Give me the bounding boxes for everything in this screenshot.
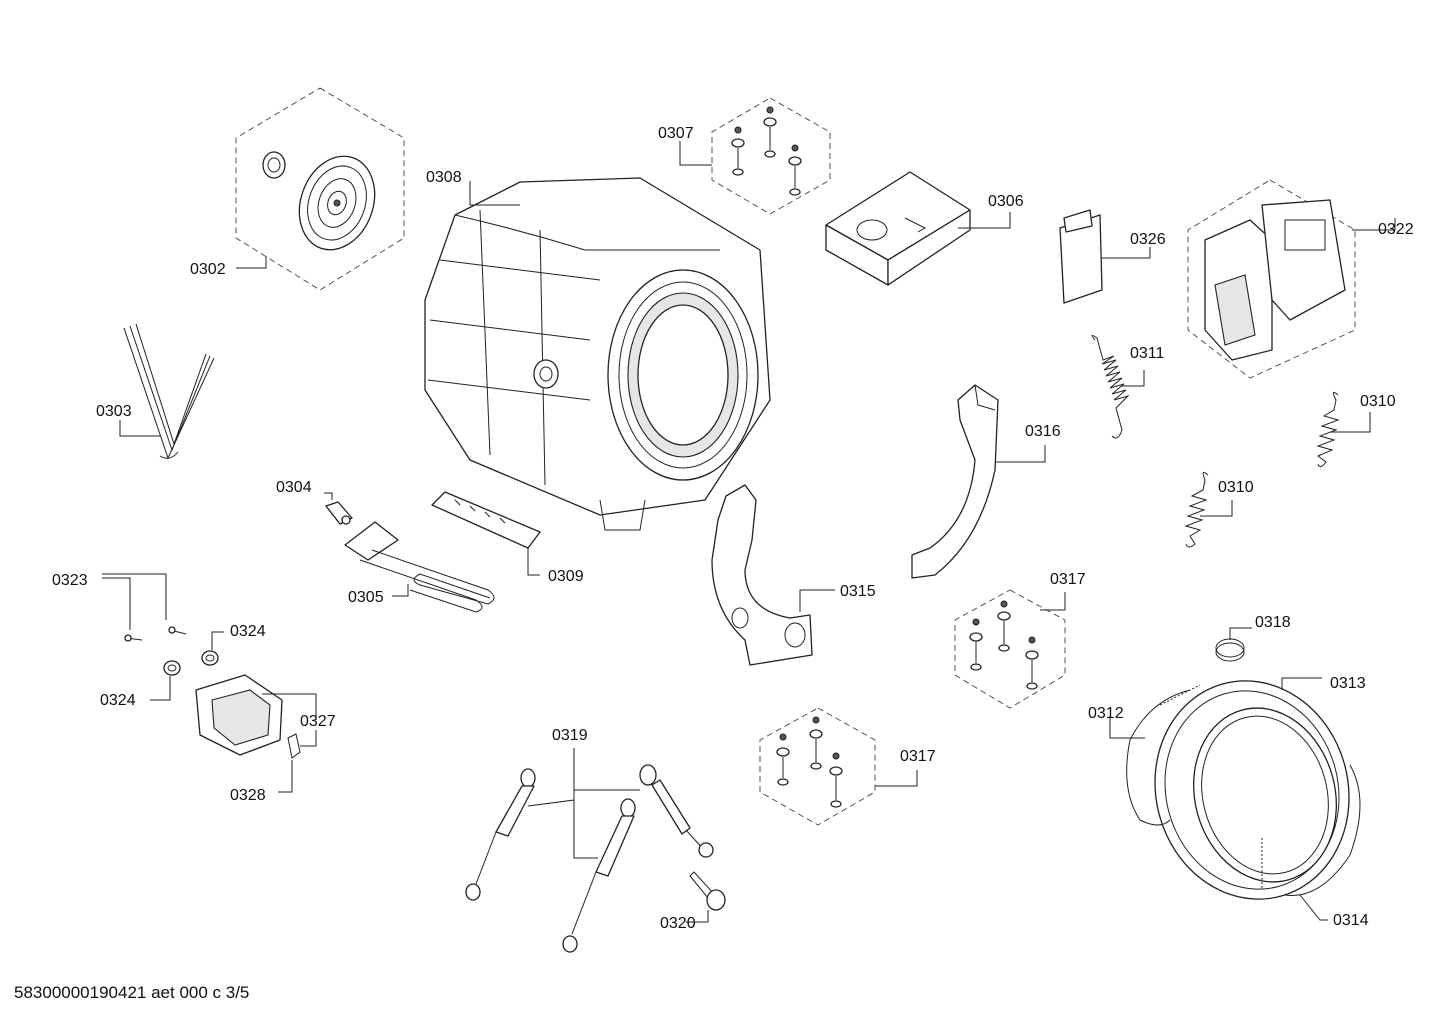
shock-absorber-middle [562,798,636,953]
label-0311: 0311 [1130,345,1165,362]
label-0304: 0304 [276,479,312,496]
label-0328: 0328 [230,787,266,804]
label-0314: 0314 [1333,912,1369,929]
document-reference: 58300000190421 aet 000 c 3/5 [14,983,250,1002]
spring-part [1091,334,1145,439]
label-0302: 0302 [190,261,226,278]
label-0317-lower: 0317 [900,748,936,765]
screw-set-part-group-upper [954,589,1066,709]
label-0320: 0320 [660,915,696,932]
label-0327: 0327 [300,713,336,730]
counterweight-left-part [711,484,835,666]
heater-element-part [344,521,495,613]
label-0315: 0315 [840,583,876,600]
pulley-part-group [235,87,405,291]
door-seal-part-group [1109,677,1361,921]
screw-set-part-group-lower [759,707,918,826]
label-0308: 0308 [426,169,462,186]
tub-cover-part [825,171,1011,286]
counterweight-right-part [911,384,1046,579]
temperature-sensor-part [324,492,353,525]
spring-part-lower [1184,471,1233,548]
spring-part-upper [1316,391,1371,468]
screw-set-part-group [679,97,831,215]
label-0305: 0305 [348,589,384,606]
tub-part [424,177,771,531]
drain-pump-part [195,674,317,793]
label-0307: 0307 [658,125,694,142]
label-0324-lower: 0324 [100,692,136,709]
label-0326: 0326 [1130,231,1166,248]
label-0310-upper: 0310 [1360,393,1396,410]
label-0319: 0319 [552,727,588,744]
label-0303: 0303 [96,403,132,420]
control-module-part-group [1187,179,1396,379]
filter-part [431,491,541,576]
label-0323: 0323 [52,572,88,589]
clip-bracket-part [1059,209,1151,304]
mounting-bolt-part [686,871,726,923]
hose-clamp-part [1215,627,1252,662]
label-0313: 0313 [1330,675,1366,692]
shock-absorber-right [639,764,714,858]
label-0312: 0312 [1088,705,1124,722]
label-0322: 0322 [1378,221,1414,238]
pump-fasteners-part-group [102,573,224,701]
label-0306: 0306 [988,193,1024,210]
drive-belt-part [119,323,215,460]
label-0309: 0309 [548,568,584,585]
label-0316: 0316 [1025,423,1061,440]
shock-absorbers-part-group [465,748,714,953]
label-0324-upper: 0324 [230,623,266,640]
label-0317-upper: 0317 [1050,571,1086,588]
label-0318: 0318 [1255,614,1291,631]
shock-absorber-left [465,768,536,901]
label-0310-lower: 0310 [1218,479,1254,496]
